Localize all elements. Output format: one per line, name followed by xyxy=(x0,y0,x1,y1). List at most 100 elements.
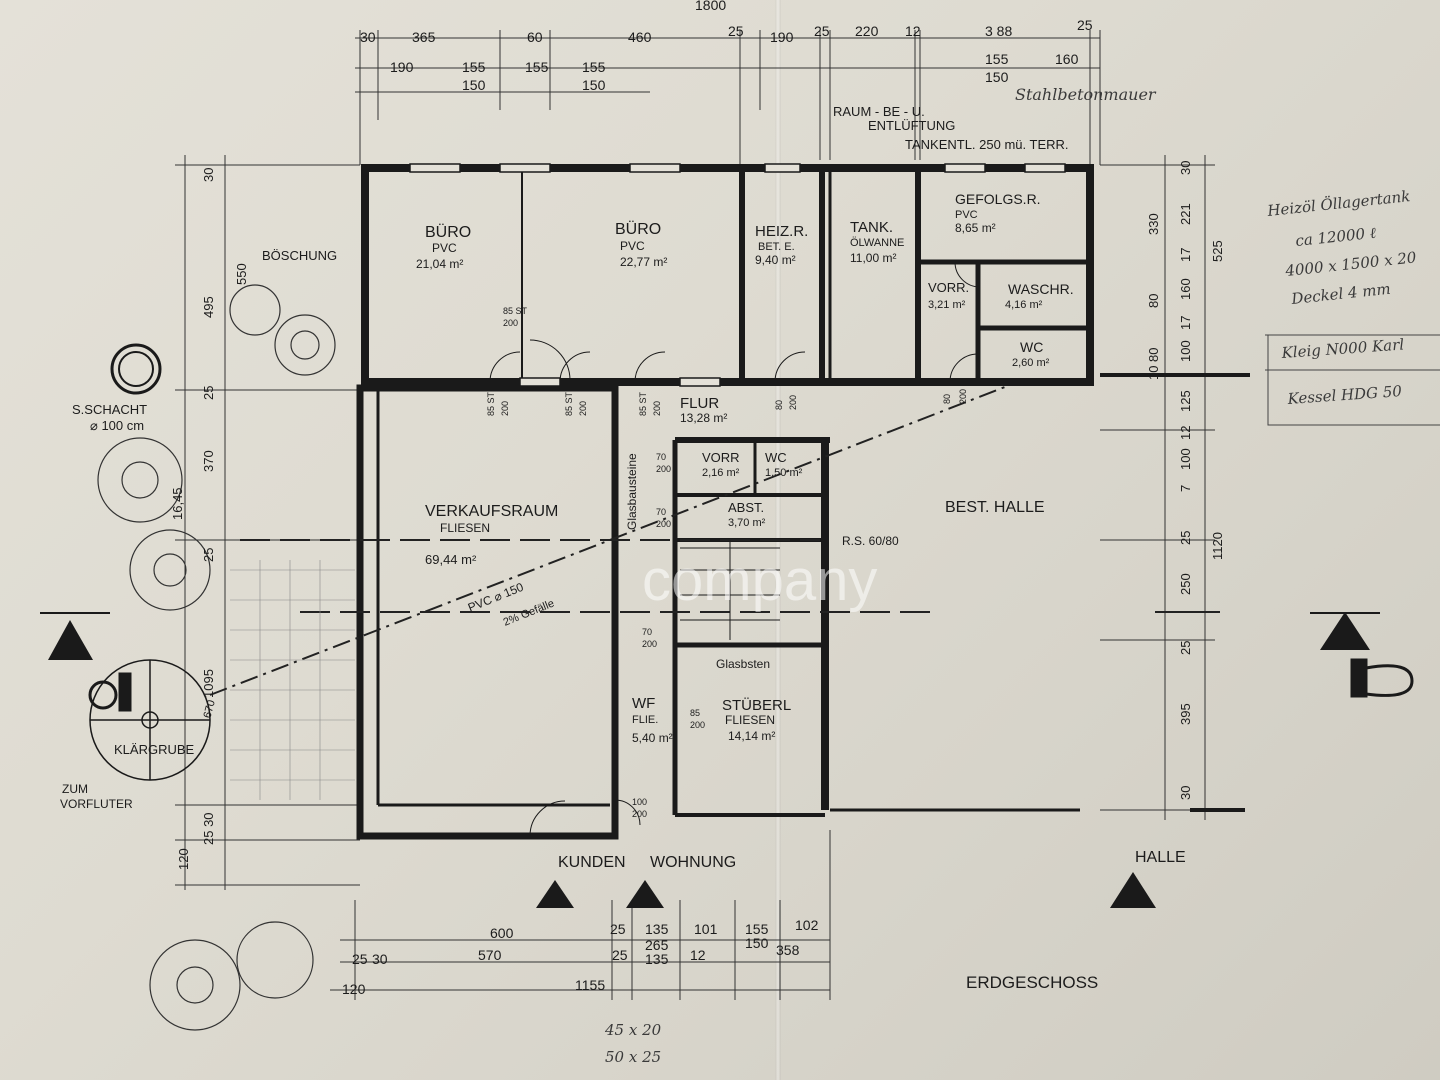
room-area: 4,16 m² xyxy=(1005,299,1043,311)
bottom-left-dim: 120 xyxy=(342,981,366,997)
glasbsten-label: Glasbsten xyxy=(716,657,770,671)
bottom-handnote-2: 50 x 25 xyxy=(605,1048,661,1066)
left-dim: 1095 xyxy=(201,669,216,698)
top-dim: 25 xyxy=(814,23,830,39)
top-dim: 155 xyxy=(985,51,1009,67)
right-dimension-lines xyxy=(1100,155,1215,820)
vorfluter-label-1: ZUM xyxy=(62,782,88,796)
bottom-dim: 570 xyxy=(478,947,502,963)
right-dim: 1120 xyxy=(1210,532,1225,560)
top-notes: RAUM - BE - U. ENTLÜFTUNG TANKENTL. 250 … xyxy=(833,104,1069,152)
top-dimension-lines xyxy=(355,30,1101,165)
top-dim: 155 xyxy=(582,59,606,75)
bottom-dim: 600 xyxy=(490,925,514,941)
door-tag: 200 xyxy=(503,318,518,328)
room-name: VORR. xyxy=(928,280,969,295)
grid-hatch xyxy=(230,560,355,800)
door-tag: 200 xyxy=(652,401,662,416)
klaergrube-circle xyxy=(89,659,211,781)
room-name: VERKAUFSRAUM xyxy=(425,503,558,520)
left-dim: 120 xyxy=(176,848,191,870)
room-area: 14,14 m² xyxy=(728,729,775,743)
door-tag: 70 xyxy=(656,452,666,462)
top-dimension-texts: 1800 30 365 60 460 25 190 25 220 12 3 88… xyxy=(360,0,1093,93)
door-swings xyxy=(489,261,981,837)
door-tag: 200 xyxy=(578,401,588,416)
wohnung-label: WOHNUNG xyxy=(650,854,736,871)
left-dim: 495 xyxy=(201,296,216,318)
bottom-handnote-1: 45 x 20 xyxy=(604,1021,662,1039)
room-area: 21,04 m² xyxy=(416,257,463,271)
handwritten-notes: Heizöl Öllagertank ca 12000 ℓ 4000 x 150… xyxy=(1266,187,1418,408)
bottom-dim: 25 xyxy=(352,951,368,967)
top-dim: 12 xyxy=(905,23,921,39)
bottom-dim: 25 xyxy=(610,921,626,937)
room-area: 22,77 m² xyxy=(620,255,667,269)
top-dim: 190 xyxy=(770,29,794,45)
room-name: WC xyxy=(1020,339,1043,355)
handnote-frame xyxy=(1265,334,1440,426)
right-dim: 25 xyxy=(1178,641,1193,655)
entl-note: ENTLÜFTUNG xyxy=(868,118,955,133)
room-material: PVC xyxy=(955,209,978,221)
door-tag: 85 xyxy=(690,708,700,718)
windows xyxy=(409,163,1066,387)
room-area: 69,44 m² xyxy=(425,552,477,567)
room-area: 8,65 m² xyxy=(955,221,996,235)
section-a-marker xyxy=(88,672,132,712)
site-labels: BÖSCHUNG S.SCHACHT ⌀ 100 cm KLÄRGRUBE ZU… xyxy=(60,248,1186,1066)
top-dim: 3 88 xyxy=(985,23,1012,39)
vorfluter-label-2: VORFLUTER xyxy=(60,797,133,811)
raum-note: RAUM - BE - U. xyxy=(833,104,925,119)
right-dim: 525 xyxy=(1210,240,1225,262)
door-tag: 200 xyxy=(500,401,510,416)
room-name: ABST. xyxy=(728,500,764,515)
door-tag: 70 xyxy=(642,627,652,637)
bottom-total: 1155 xyxy=(575,977,605,993)
bottom-dimension-lines xyxy=(330,830,831,1000)
bottom-dim: 102 xyxy=(795,917,819,933)
section-lines xyxy=(209,384,1220,696)
left-dim: 370 xyxy=(201,450,216,472)
right-dim: 25 xyxy=(1178,531,1193,545)
door-tag: 70 xyxy=(656,507,666,517)
left-dimension-texts: 30 495 550 25 370 16,45 25 1095 25 30 12… xyxy=(170,168,249,870)
room-name: GEFOLGS.R. xyxy=(955,191,1041,207)
tree-icons xyxy=(97,284,336,1031)
room-name: BÜRO xyxy=(425,223,471,241)
bottom-dim: 135 xyxy=(645,951,669,967)
door-tag: 200 xyxy=(958,389,968,404)
top-dim: 25 xyxy=(1077,17,1093,33)
room-name: WASCHR. xyxy=(1008,281,1074,297)
room-labels: BÜRO PVC 21,04 m² BÜRO PVC 22,77 m² HEIZ… xyxy=(416,191,1074,745)
watermark: company xyxy=(642,548,877,613)
door-tags: 85 ST 200 85 ST 200 85 ST 200 85 ST 200 … xyxy=(486,306,968,819)
door-tag: 85 ST xyxy=(503,306,528,316)
top-dim: 190 xyxy=(390,59,414,75)
bottom-dimension-texts: 600 25 135 101 155 102 570 25 265 12 150… xyxy=(342,917,819,997)
door-tag: 200 xyxy=(788,395,798,410)
right-dim: 30 xyxy=(1178,161,1193,175)
left-dim: 25 xyxy=(201,548,216,562)
right-dim: 12 xyxy=(1178,426,1193,440)
right-dim: 395 xyxy=(1178,703,1193,725)
room-area: 1,50 m² xyxy=(765,467,803,479)
right-dim: 221 xyxy=(1178,203,1193,225)
bottom-dim: 101 xyxy=(694,921,718,937)
right-dim: 7 xyxy=(1178,485,1193,492)
door-tag: 80 xyxy=(942,394,952,404)
room-area: 2,60 m² xyxy=(1012,357,1050,369)
hand-note-top: Stahlbetonmauer xyxy=(1015,85,1157,104)
bottom-dim: 135 xyxy=(645,921,669,937)
bottom-dim: 265 xyxy=(645,937,669,953)
right-dim: 125 xyxy=(1178,390,1193,412)
room-name: STÜBERL xyxy=(722,696,791,714)
room-name: BEST. HALLE xyxy=(945,499,1045,516)
room-name: HEIZ.R. xyxy=(755,223,808,240)
top-dim: 220 xyxy=(855,23,879,39)
overall-dim: 1800 xyxy=(695,0,726,13)
kunden-label: KUNDEN xyxy=(558,854,626,871)
right-dim: 30 xyxy=(1178,786,1193,800)
door-tag: 200 xyxy=(632,809,647,819)
section-markers xyxy=(40,612,1380,908)
